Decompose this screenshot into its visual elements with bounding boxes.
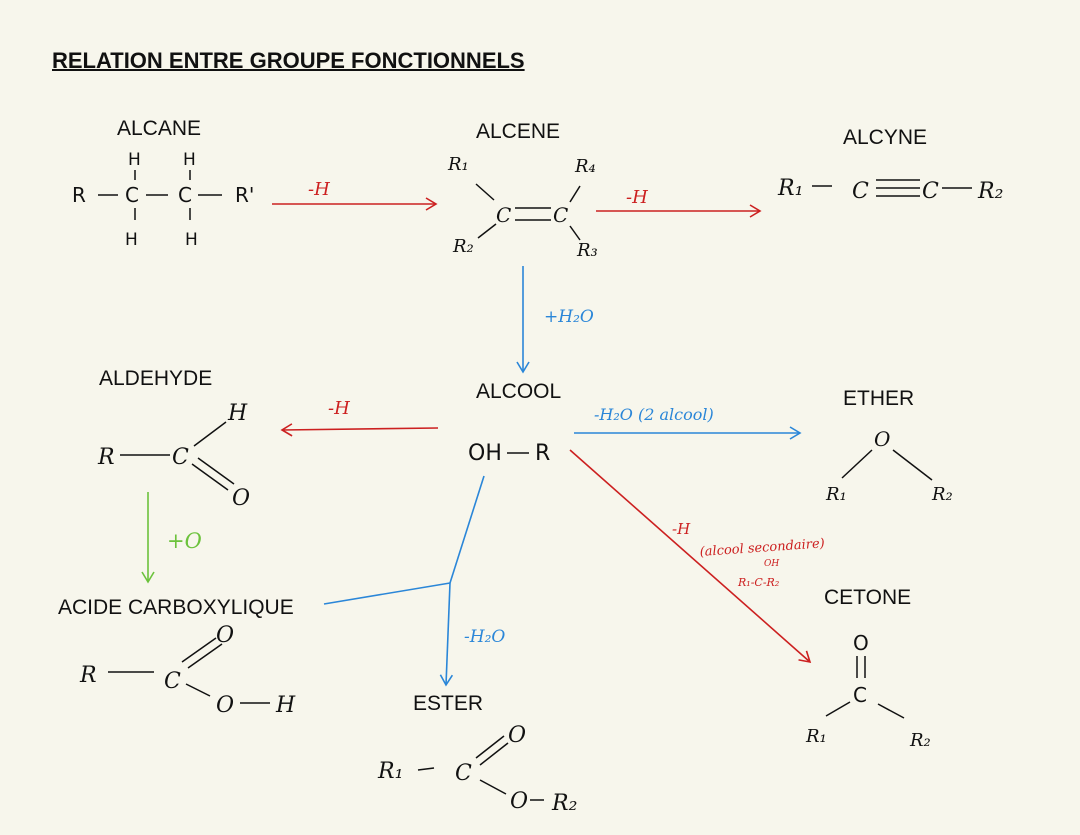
reaction-note-oh: OH bbox=[764, 559, 779, 569]
aldehyde-atom-c: C bbox=[172, 445, 189, 470]
ether-atom-r1: R₁ bbox=[825, 484, 847, 505]
node-label-cetone: CETONE bbox=[824, 586, 912, 609]
line-alcool-to-ester-junction bbox=[449, 475, 485, 584]
alcool-atom-r: R bbox=[535, 441, 550, 466]
ester-structure bbox=[417, 735, 544, 801]
page-title: RELATION ENTRE GROUPE FONCTIONNELS bbox=[52, 48, 525, 73]
alcene-structure bbox=[475, 183, 581, 241]
ester-atom-c: C bbox=[455, 761, 472, 786]
ester-atom-o-double: O bbox=[508, 723, 526, 748]
alcool-atom-oh: OH bbox=[468, 441, 502, 466]
alcane-atom-r-prime: R' bbox=[235, 183, 254, 207]
alcyne-atom-r2: R₂ bbox=[977, 179, 1003, 204]
reaction-label-aldehyde-acide: +O bbox=[167, 529, 202, 553]
alcene-atom-c1: C bbox=[496, 203, 511, 227]
acide-atom-c: C bbox=[164, 669, 181, 694]
acide-atom-h: H bbox=[275, 693, 296, 718]
alcane-atom-h4: H bbox=[185, 230, 198, 250]
reaction-label-alcool-ether: -H₂O (2 alcool) bbox=[594, 405, 714, 424]
aldehyde-atom-r: R bbox=[97, 445, 115, 470]
cetone-structure bbox=[825, 656, 905, 719]
ester-atom-r2: R₂ bbox=[551, 791, 577, 816]
ether-structure bbox=[841, 449, 933, 481]
acide-atom-o-double: O bbox=[216, 623, 234, 648]
alcyne-atom-c1: C bbox=[852, 179, 869, 204]
alcene-atom-r3: R₃ bbox=[576, 240, 598, 261]
alcene-atom-c2: C bbox=[553, 203, 568, 227]
alcene-atom-r1: R₁ bbox=[447, 154, 469, 175]
alcane-atom-h3: H bbox=[125, 230, 138, 250]
ester-atom-r1: R₁ bbox=[377, 759, 403, 784]
alcene-atom-r2: R₂ bbox=[452, 236, 474, 257]
alcane-atom-h2: H bbox=[183, 150, 196, 170]
cetone-atom-o: O bbox=[853, 631, 869, 655]
alcyne-structure bbox=[812, 179, 972, 197]
alcane-atom-h1: H bbox=[128, 150, 141, 170]
reaction-label-alcene-alcyne: -H bbox=[626, 187, 648, 208]
node-label-ether: ETHER bbox=[843, 387, 915, 410]
alcyne-atom-r1: R₁ bbox=[777, 176, 803, 201]
arrow-alcool-to-cetone bbox=[569, 449, 812, 664]
aldehyde-structure bbox=[120, 421, 235, 491]
reaction-label-ester: -H₂O bbox=[464, 627, 505, 647]
node-label-alcene: ALCENE bbox=[476, 120, 561, 143]
arrow-junction-to-ester bbox=[439, 582, 454, 687]
alcane-atom-c2: C bbox=[178, 183, 192, 207]
node-label-acide-carboxylique: ACIDE CARBOXYLIQUE bbox=[58, 596, 294, 619]
node-label-alcool: ALCOOL bbox=[476, 380, 562, 403]
node-label-alcyne: ALCYNE bbox=[843, 126, 928, 149]
cetone-atom-r2: R₂ bbox=[909, 730, 931, 751]
aldehyde-atom-o: O bbox=[232, 486, 250, 511]
arrow-alcool-to-aldehyde bbox=[280, 423, 439, 437]
reaction-label-alcool-aldehyde: -H bbox=[328, 398, 350, 419]
alcyne-atom-c2: C bbox=[922, 179, 939, 204]
acide-atom-o: O bbox=[216, 693, 234, 718]
ester-atom-o: O bbox=[510, 789, 528, 814]
reaction-label-alcool-cetone: -H bbox=[672, 520, 691, 538]
cetone-atom-c: C bbox=[853, 683, 867, 707]
reaction-note-formula: R₁-C-R₂ bbox=[737, 576, 779, 589]
node-label-alcane: ALCANE bbox=[117, 117, 202, 140]
aldehyde-atom-h: H bbox=[227, 401, 248, 426]
alcene-atom-r4: R₄ bbox=[574, 156, 596, 177]
acide-atom-r: R bbox=[79, 663, 97, 688]
alcane-atom-r: R bbox=[72, 183, 86, 207]
node-label-aldehyde: ALDEHYDE bbox=[99, 367, 213, 390]
ether-atom-r2: R₂ bbox=[931, 484, 953, 505]
ether-atom-o: O bbox=[874, 427, 890, 451]
alcane-structure bbox=[98, 170, 222, 220]
acide-structure bbox=[108, 637, 270, 704]
reaction-label-alcene-alcool: +H₂O bbox=[544, 307, 594, 327]
line-acide-to-ester-junction bbox=[323, 582, 451, 605]
reaction-label-alcane-alcene: -H bbox=[308, 179, 330, 200]
alcane-atom-c1: C bbox=[125, 183, 139, 207]
node-label-ester: ESTER bbox=[413, 692, 484, 715]
reaction-note-alcool-secondaire: (alcool secondaire) bbox=[699, 536, 825, 560]
cetone-atom-r1: R₁ bbox=[805, 726, 827, 747]
